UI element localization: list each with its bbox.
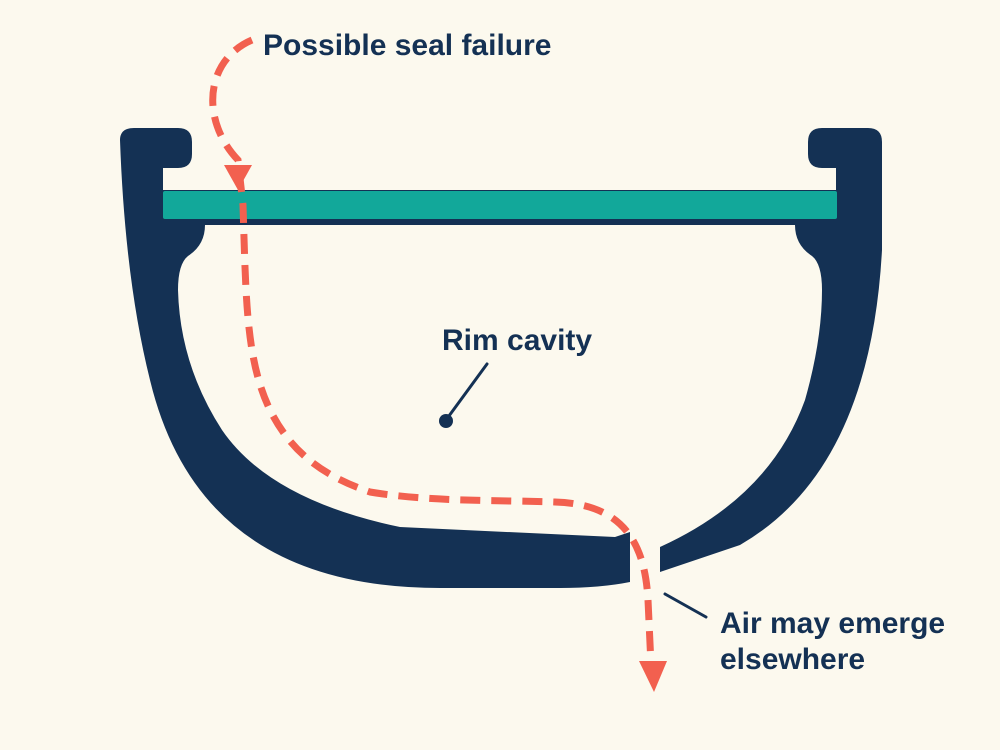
cavity-leader-line [444,362,489,422]
air-emerge-label-line2: elsewhere [720,643,866,676]
air-path-arrowhead-bottom [639,661,667,692]
air-emerge-leader-line [663,592,708,619]
seal-failure-label: Possible seal failure [263,29,552,62]
rim-profile [120,128,882,588]
air-path-line [209,36,655,666]
rim-tape [163,191,837,219]
air-path-arrowhead-top [224,165,252,190]
cavity-leader-dot [439,414,453,428]
rim-cavity-label: Rim cavity [442,324,593,357]
air-emerge-label: Air may emerge elsewhere [720,606,945,678]
air-emerge-label-line1: Air may emerge [720,607,946,640]
